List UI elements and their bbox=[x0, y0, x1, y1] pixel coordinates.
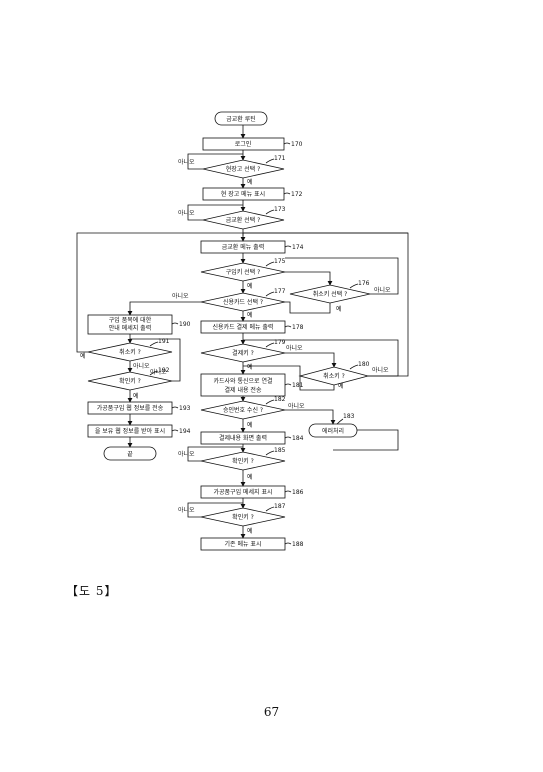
edge-176-yes: 예 bbox=[336, 305, 342, 313]
start-terminal bbox=[214, 111, 268, 126]
ref-174: 174 bbox=[292, 244, 304, 251]
ref-176: 176 bbox=[358, 280, 370, 287]
ref-185: 185 bbox=[274, 447, 286, 454]
ref-187: 187 bbox=[274, 503, 286, 510]
label-192: 확인키 ? bbox=[119, 377, 141, 385]
label-177: 신용카드 선택 ? bbox=[223, 298, 263, 306]
edge-176-no: 아니오 bbox=[374, 286, 391, 294]
ref-182: 182 bbox=[274, 396, 286, 403]
label-181b: 결제 내용 전송 bbox=[225, 386, 262, 394]
ref-172: 172 bbox=[291, 191, 303, 198]
ref-181: 181 bbox=[292, 382, 304, 389]
label-173: 금교환 선택 ? bbox=[226, 216, 261, 224]
ref-177: 177 bbox=[274, 288, 286, 295]
ref-193: 193 bbox=[179, 405, 191, 412]
decision-187 bbox=[200, 507, 286, 527]
label-170: 로그인 bbox=[235, 141, 252, 148]
ref-179: 179 bbox=[274, 339, 286, 346]
edge-192-no: 아니오 bbox=[150, 368, 167, 376]
label-185: 확인키 ? bbox=[232, 457, 254, 465]
edge-180-no: 아니오 bbox=[372, 366, 389, 374]
edge-173-no: 아니오 bbox=[178, 209, 195, 217]
decision-191 bbox=[87, 342, 173, 362]
label-182: 승인번호 수신 ? bbox=[223, 406, 263, 414]
label-181a: 카드사와 통신으로 연결 bbox=[213, 377, 272, 385]
label-172: 현 장고 메뉴 표시 bbox=[221, 190, 265, 198]
label-186: 가공품구입 메세지 표시 bbox=[213, 488, 272, 496]
edge-182-yes: 예 bbox=[247, 421, 253, 429]
ref-192: 192 bbox=[158, 367, 170, 374]
edge-177-yes: 예 bbox=[247, 311, 253, 319]
ref-171: 171 bbox=[274, 155, 286, 162]
decision-173 bbox=[202, 210, 285, 230]
edge-177-no: 아니오 bbox=[172, 292, 189, 300]
ref-186: 186 bbox=[292, 489, 304, 496]
edge-182-no: 아니오 bbox=[288, 402, 305, 410]
label-194: 을 보유 웹 정보를 받아 표시 bbox=[95, 427, 165, 435]
figure-caption: 【도 5】 bbox=[66, 584, 118, 598]
ref-170: 170 bbox=[291, 141, 303, 148]
edge-171-yes: 예 bbox=[247, 178, 253, 186]
label-190b: 안내 메세지 출력 bbox=[109, 324, 151, 332]
label-end: 끝 bbox=[127, 451, 133, 458]
label-180: 취소키 ? bbox=[323, 372, 345, 380]
edge-179-no: 아니오 bbox=[286, 344, 303, 352]
label-175: 구입키 선택 ? bbox=[226, 268, 261, 276]
page-number: 67 bbox=[263, 705, 280, 719]
edge-191-yes: 예 bbox=[80, 352, 86, 360]
label-190a: 구입 품목에 대한 bbox=[109, 316, 152, 324]
edge-175-yes: 예 bbox=[247, 282, 253, 290]
label-176: 취소키 선택 ? bbox=[313, 290, 348, 298]
label-179: 결제키 ? bbox=[232, 349, 254, 357]
label-174: 금교환 메뉴 출력 bbox=[222, 243, 264, 251]
ref-194: 194 bbox=[179, 428, 191, 435]
ref-175: 175 bbox=[274, 258, 286, 265]
edge-192-yes: 예 bbox=[133, 392, 139, 400]
label-183: 에러처리 bbox=[322, 427, 344, 435]
ref-190: 190 bbox=[179, 321, 191, 328]
label-184: 결제내용 화면 출력 bbox=[219, 434, 267, 442]
edge-179-yes: 예 bbox=[247, 363, 253, 371]
ref-188: 188 bbox=[292, 541, 304, 548]
ref-173: 173 bbox=[274, 206, 286, 213]
ref-191: 191 bbox=[158, 338, 170, 345]
label-188: 기존 메뉴 표시 bbox=[225, 540, 262, 548]
label-193: 가공품구입 웹 정보를 전송 bbox=[97, 404, 164, 412]
label-187: 확인키 ? bbox=[232, 513, 254, 521]
ref-178: 178 bbox=[292, 324, 304, 331]
edge-187-yes: 예 bbox=[247, 527, 253, 535]
label-171: 현장고 선택 ? bbox=[226, 165, 261, 173]
edge-187-no: 아니오 bbox=[178, 506, 195, 514]
ref-184: 184 bbox=[292, 435, 304, 442]
label-178: 신용카드 결제 메뉴 출력 bbox=[213, 323, 274, 331]
edge-185-no: 아니오 bbox=[178, 450, 195, 458]
ref-180: 180 bbox=[358, 361, 370, 368]
decision-185 bbox=[200, 451, 286, 471]
label-191: 취소키 ? bbox=[119, 348, 141, 356]
decision-171 bbox=[202, 159, 285, 179]
edge-185-yes: 예 bbox=[247, 473, 253, 481]
label-start: 금교환 루틴 bbox=[226, 115, 256, 123]
ref-183: 183 bbox=[343, 413, 355, 420]
edge-191-no: 아니오 bbox=[133, 362, 150, 370]
edge-171-no: 아니오 bbox=[178, 158, 195, 166]
edge-180-yes: 예 bbox=[338, 382, 344, 390]
